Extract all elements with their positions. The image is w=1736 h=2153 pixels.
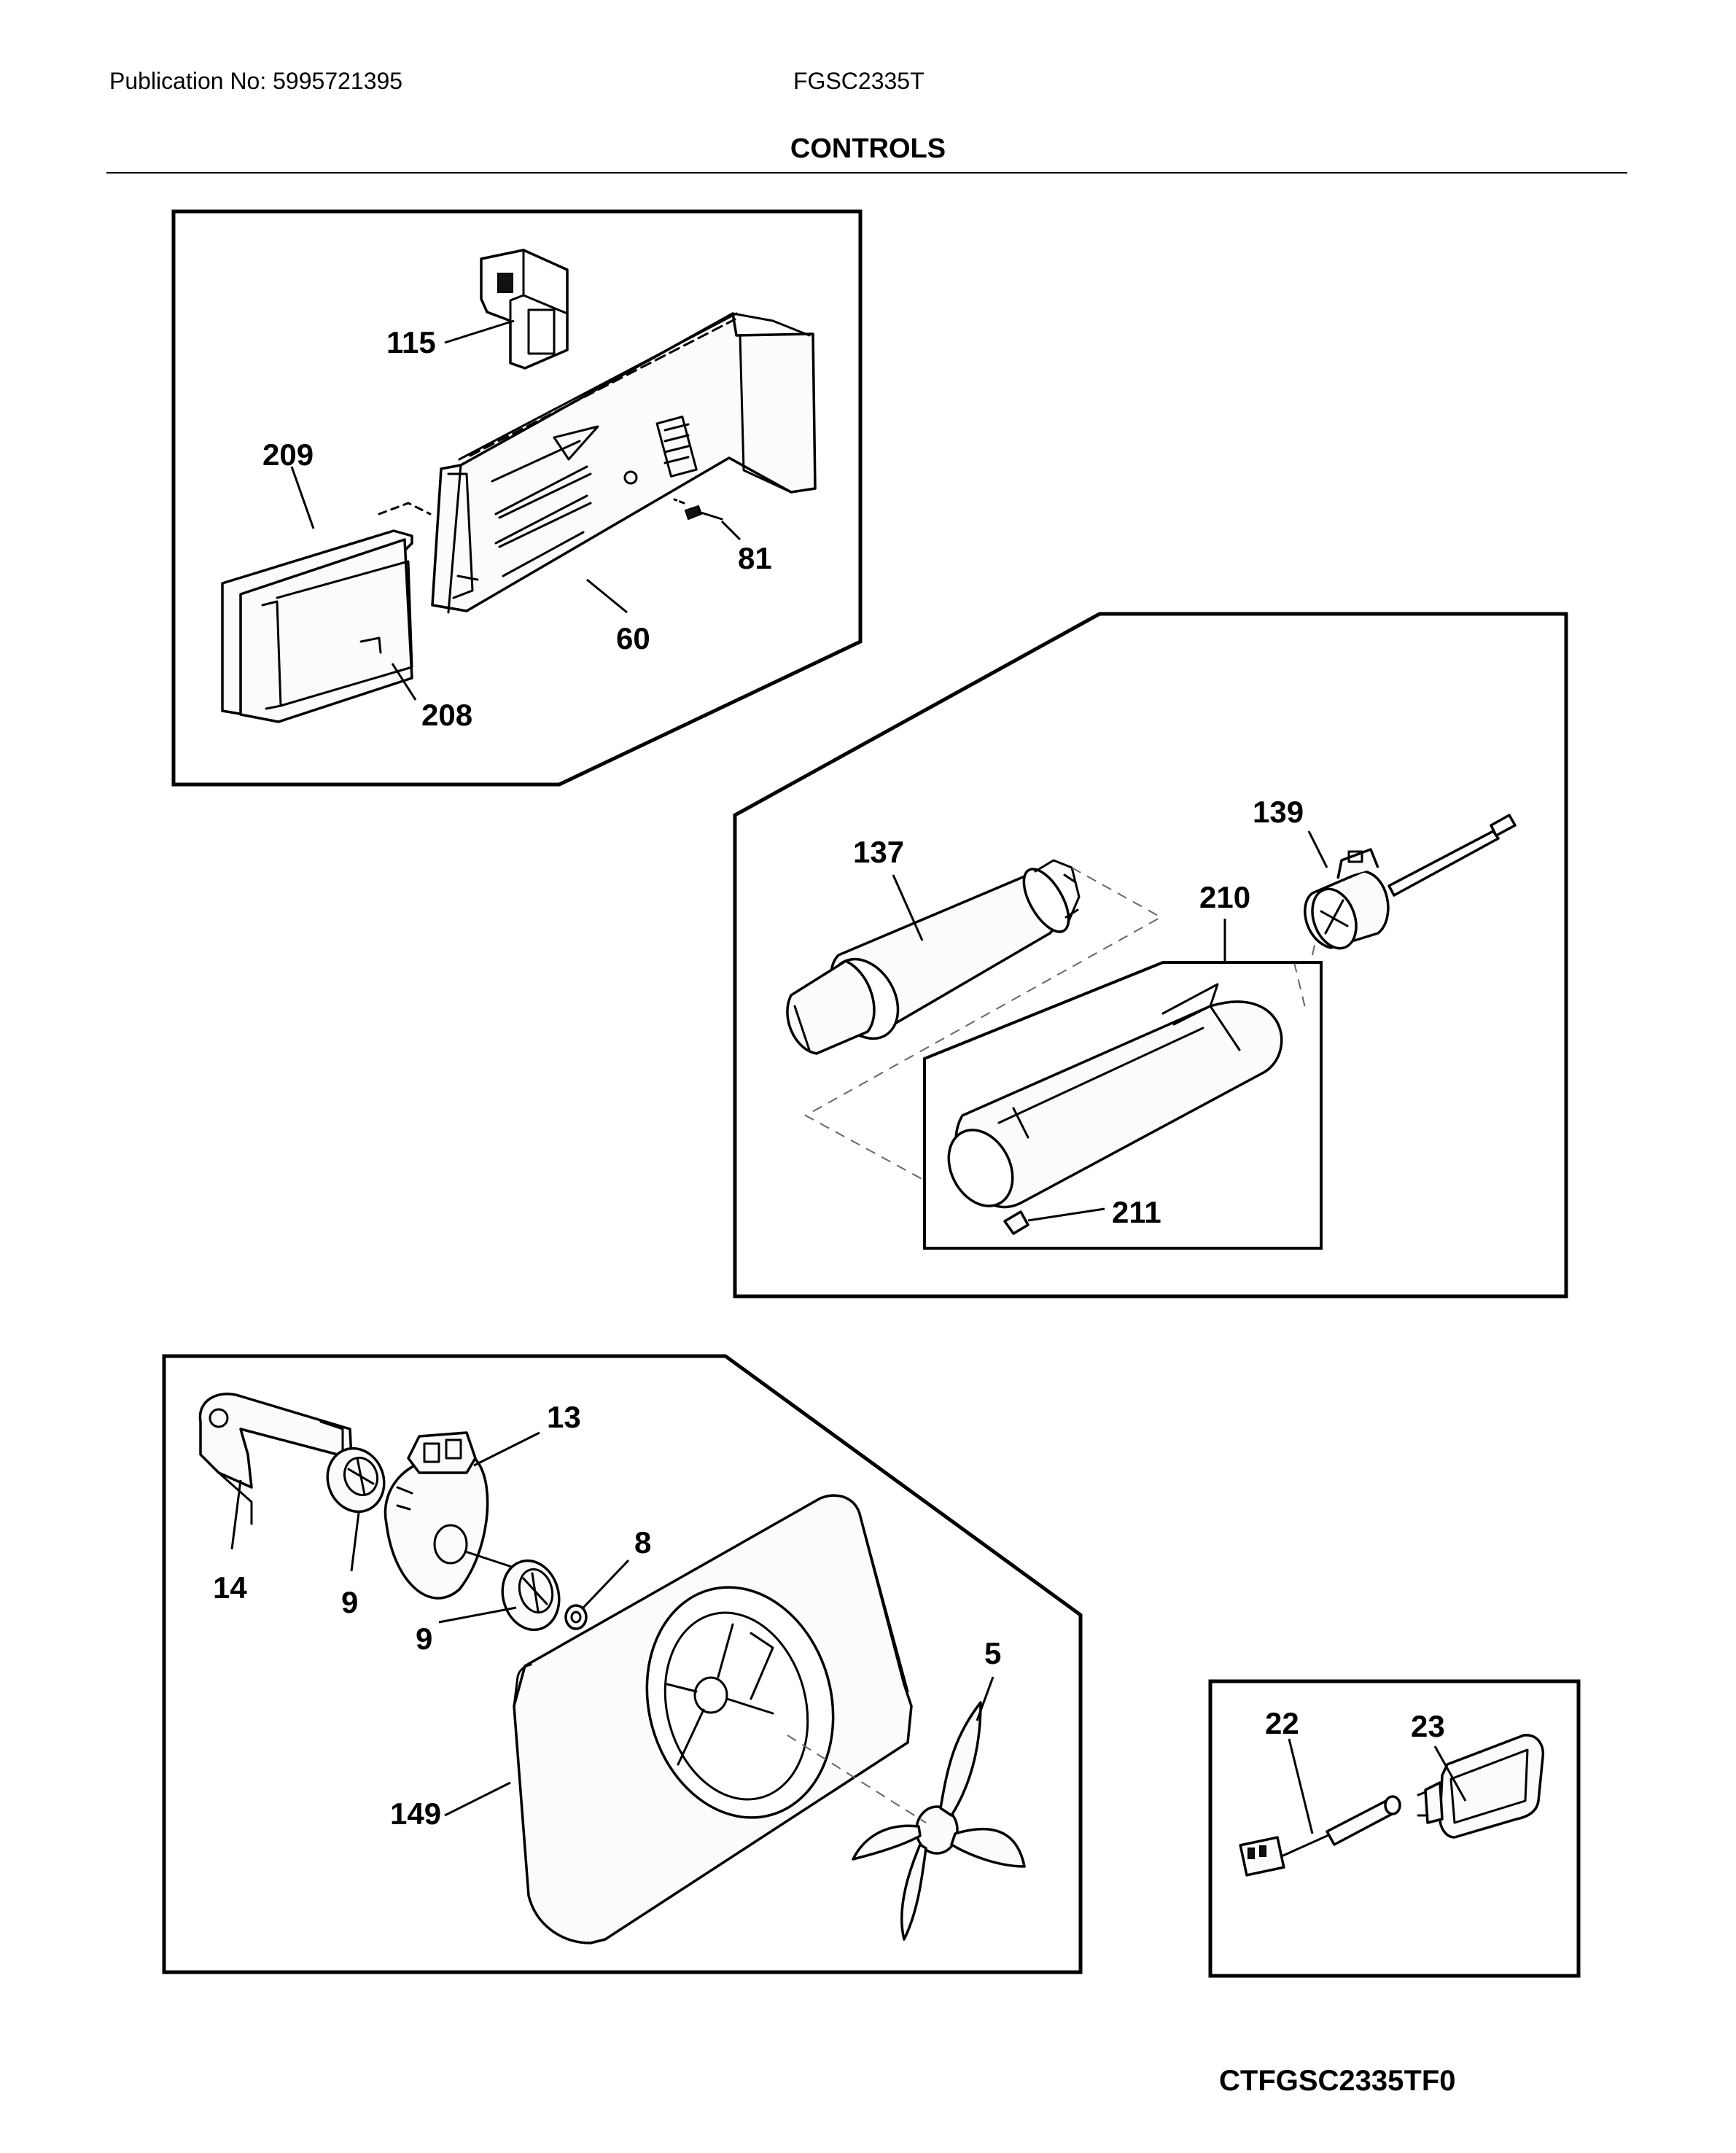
publication-number: Publication No: 5995721395 (109, 68, 403, 94)
section-title: CONTROLS (790, 133, 946, 164)
leader-23 (1433, 1745, 1467, 1802)
leader-14 (230, 1479, 242, 1550)
callout-8: 8 (634, 1525, 651, 1560)
panel-evaporator-fan: 13 14 9 9 8 5 149 (162, 1354, 1083, 1974)
callout-9a: 9 (341, 1585, 358, 1619)
part-fan-blade-5 (787, 1701, 1026, 1941)
part-fan-shroud-149 (513, 1494, 913, 1944)
callout-149: 149 (390, 1796, 441, 1831)
part-filter-head-139 (1304, 814, 1517, 950)
panel-control-housing: 115 209 81 60 208 (171, 209, 863, 787)
leader-8 (582, 1559, 630, 1609)
panel-frame (733, 612, 1568, 1299)
part-thermistor-22 (1239, 1795, 1401, 1877)
leader-22 (1288, 1738, 1314, 1834)
part-filter-cover-208-209 (221, 502, 432, 723)
diagram-code: CTFGSC2335TF0 (1219, 2065, 1456, 2097)
part-filter-housing-210 (923, 961, 1323, 1250)
leader-9b (438, 1606, 517, 1624)
callout-9b: 9 (416, 1621, 432, 1656)
part-screw-81 (673, 498, 723, 521)
callout-81: 81 (738, 541, 772, 575)
callout-139: 139 (1253, 795, 1304, 829)
callout-208: 208 (421, 698, 472, 732)
alignment-line (1293, 922, 1320, 1008)
part-fan-motor-13 (384, 1431, 526, 1600)
leader-211 (1027, 1207, 1105, 1222)
leader-208 (391, 663, 417, 701)
inset-frame (923, 961, 1323, 1250)
panel-water-filter: 137 139 210 211 (733, 612, 1568, 1299)
callout-115: 115 (386, 325, 436, 359)
part-clip-211 (1003, 1210, 1029, 1235)
panel-frame (171, 209, 863, 787)
model-number: FGSC2335T (793, 68, 925, 94)
part-grommet-9b (501, 1559, 561, 1632)
part-bracket-14 (198, 1393, 353, 1525)
panel-frame (162, 1354, 1083, 1974)
callout-209: 209 (262, 437, 314, 472)
callout-137: 137 (853, 835, 904, 869)
part-grommet-9a (326, 1447, 386, 1514)
leader-81 (720, 520, 742, 541)
callout-13: 13 (547, 1400, 581, 1434)
leader-115 (444, 319, 515, 344)
leader-60 (586, 578, 628, 614)
leader-13 (473, 1431, 540, 1467)
callout-5: 5 (984, 1636, 1001, 1670)
leader-209 (290, 466, 315, 529)
callout-211: 211 (1112, 1195, 1161, 1229)
alignment-line (803, 867, 1163, 1182)
callout-210: 210 (1199, 880, 1250, 914)
part-filter-cartridge-137 (786, 859, 1081, 1055)
callout-23: 23 (1411, 1709, 1445, 1743)
callout-22: 22 (1265, 1706, 1299, 1740)
panel-frame (1208, 1679, 1581, 1978)
leader-5 (976, 1676, 994, 1721)
leader-139 (1307, 830, 1328, 868)
leader-149 (444, 1781, 511, 1817)
part-light-cover-23 (1417, 1734, 1545, 1839)
part-connector-115 (480, 249, 569, 370)
callout-60: 60 (616, 621, 650, 655)
header-divider (106, 172, 1627, 174)
panel-sensor-lamp: 22 23 (1208, 1679, 1581, 1978)
callout-14: 14 (213, 1570, 247, 1605)
part-housing-60 (431, 312, 817, 614)
part-washer-8 (564, 1604, 588, 1630)
leader-9a (350, 1512, 360, 1572)
leader-137 (892, 874, 924, 941)
